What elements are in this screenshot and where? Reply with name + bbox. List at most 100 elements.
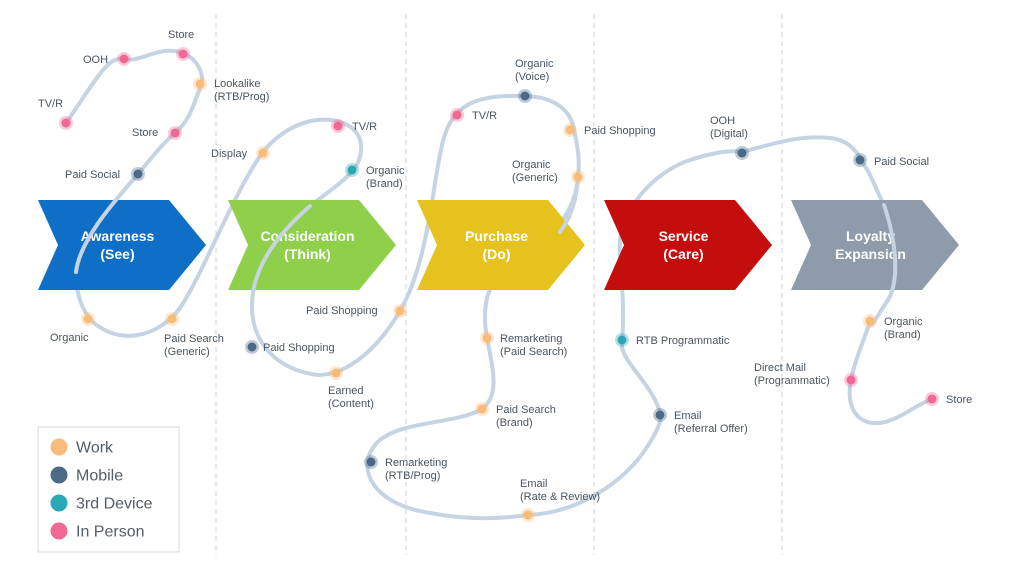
- stage-1: Awareness (See): [38, 200, 206, 290]
- touchpoint: Paid Shopping: [245, 340, 335, 354]
- touchpoint: Store: [132, 126, 182, 140]
- touchpoint-dot-mobile: [520, 91, 530, 101]
- touchpoint-dot-work: [331, 368, 341, 378]
- touchpoint: Email(Rate & Review): [520, 478, 600, 522]
- stage-subtitle: Expansion: [835, 246, 906, 262]
- touchpoint-dot-work: [482, 333, 492, 343]
- touchpoint-label: Organic: [884, 316, 923, 328]
- touchpoint-dot-work: [258, 148, 268, 158]
- touchpoint-label: Paid Social: [65, 169, 120, 181]
- touchpoints: TV/ROOHStoreLookalike(RTB/Prog)StorePaid…: [38, 29, 972, 522]
- stage-subtitle: (Care): [663, 246, 703, 262]
- journey-path-front: [74, 172, 898, 312]
- stage-chevron-3: [417, 200, 585, 290]
- touchpoint-label: Lookalike: [214, 78, 260, 90]
- touchpoint-label: Store: [168, 29, 194, 41]
- touchpoint-label: Direct Mail: [754, 362, 806, 374]
- legend-label: In Person: [76, 524, 144, 541]
- touchpoint-label: (Voice): [515, 71, 549, 83]
- touchpoint-dot-device: [347, 165, 357, 175]
- legend-item-device: 3rd Device: [50, 494, 153, 513]
- touchpoint: OOH(Digital): [710, 115, 749, 160]
- touchpoint-label: OOH: [83, 54, 108, 66]
- touchpoint-dot-work: [523, 510, 533, 520]
- touchpoint-dot-mobile: [247, 342, 257, 352]
- legend-swatch: [50, 438, 68, 456]
- stage-subtitle: (Do): [483, 246, 511, 262]
- touchpoint-label: TV/R: [38, 98, 63, 110]
- touchpoint-label: Organic: [366, 165, 405, 177]
- touchpoint-label: (Generic): [512, 172, 558, 184]
- stage-3: Purchase (Do): [417, 200, 585, 290]
- touchpoint: TV/R: [331, 119, 377, 133]
- legend-item-mobile: Mobile: [50, 466, 123, 485]
- touchpoint: Store: [168, 29, 194, 61]
- legend-label: 3rd Device: [76, 496, 153, 513]
- touchpoint-label: Paid Social: [874, 156, 929, 168]
- touchpoint-dot-person: [927, 394, 937, 404]
- touchpoint-dot-work: [195, 79, 205, 89]
- touchpoint: Direct Mail(Programmatic): [754, 362, 858, 387]
- touchpoint-dot-mobile: [133, 169, 143, 179]
- touchpoint-label: (Programmatic): [754, 375, 830, 387]
- touchpoint-label: Paid Shopping: [306, 305, 378, 317]
- touchpoint-dot-person: [61, 118, 71, 128]
- touchpoint-label: Email: [520, 478, 548, 490]
- touchpoint-label: (Generic): [164, 346, 210, 358]
- touchpoint: Organic(Voice): [515, 58, 554, 103]
- stage-4: Service (Care): [604, 200, 772, 290]
- touchpoint-label: Earned: [328, 385, 363, 397]
- touchpoint: Lookalike(RTB/Prog): [193, 77, 269, 103]
- touchpoint-label: TV/R: [352, 121, 377, 133]
- touchpoint-label: (Rate & Review): [520, 491, 600, 503]
- touchpoint: Email(Referral Offer): [653, 408, 748, 435]
- touchpoint-dot-work: [565, 125, 575, 135]
- touchpoint-label: (Referral Offer): [674, 423, 748, 435]
- legend-swatch: [50, 522, 68, 540]
- journey-path-segment: [74, 172, 140, 274]
- legend-item-work: Work: [50, 438, 114, 457]
- journey-path-segment: [249, 204, 312, 312]
- touchpoint-label: (RTB/Prog): [385, 470, 440, 482]
- touchpoint-label: Paid Shopping: [584, 125, 656, 137]
- touchpoint: Organic(Brand): [345, 163, 405, 190]
- stage-chevron-4: [604, 200, 772, 290]
- touchpoint-label: (RTB/Prog): [214, 91, 269, 103]
- touchpoint: Organic(Brand): [863, 314, 923, 341]
- touchpoint-label: Paid Shopping: [263, 342, 335, 354]
- stage-title: Service: [659, 228, 709, 244]
- journey-path-segment: [882, 203, 898, 302]
- touchpoint-label: (Brand): [496, 417, 533, 429]
- touchpoint-dot-work: [573, 172, 583, 182]
- touchpoint-label: (Brand): [884, 329, 921, 341]
- touchpoint-label: Organic: [50, 332, 89, 344]
- touchpoint-label: (Brand): [366, 178, 403, 190]
- touchpoint: Organic: [50, 312, 95, 344]
- stage-subtitle: (Think): [284, 246, 331, 262]
- touchpoint-label: (Digital): [710, 128, 748, 140]
- touchpoint-label: Store: [132, 127, 158, 139]
- legend-label: Work: [76, 440, 114, 457]
- touchpoint-dot-person: [333, 121, 343, 131]
- stage-dividers: [215, 14, 783, 555]
- touchpoint-label: Organic: [515, 58, 554, 70]
- legend-swatch: [50, 494, 68, 512]
- stage-2: Consideration(Think): [228, 200, 396, 290]
- touchpoint: Store: [925, 392, 972, 406]
- stage-subtitle: (See): [100, 246, 134, 262]
- touchpoint-dot-work: [167, 314, 177, 324]
- touchpoint-label: TV/R: [472, 110, 497, 122]
- touchpoint-dot-work: [395, 306, 405, 316]
- stage-title: Purchase: [465, 228, 528, 244]
- legend-item-person: In Person: [50, 522, 144, 541]
- touchpoint-dot-person: [119, 54, 129, 64]
- stage-title: Awareness: [81, 228, 155, 244]
- touchpoint-dot-work: [865, 316, 875, 326]
- touchpoint: Paid Search(Generic): [164, 312, 224, 358]
- touchpoint-dot-mobile: [366, 457, 376, 467]
- touchpoint: TV/R: [38, 98, 73, 130]
